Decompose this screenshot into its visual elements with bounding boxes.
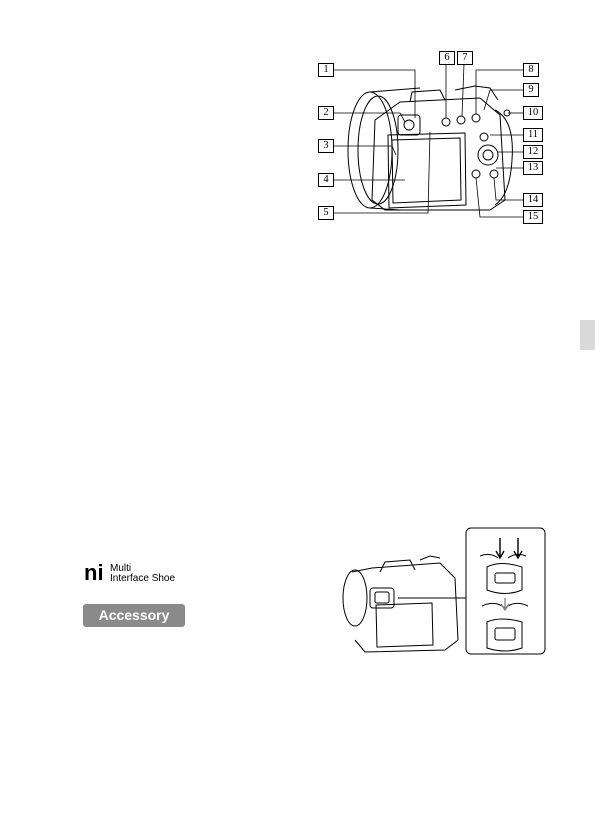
mi-logo-line1: Multi [110,563,132,574]
callout-14: 14 [523,193,543,207]
callout-15: 15 [523,210,543,224]
callout-9: 9 [523,83,539,97]
callout-2: 2 [318,106,334,120]
callout-7: 7 [457,51,473,65]
callout-13: 13 [523,161,543,175]
callout-1: 1 [318,63,334,77]
callout-6: 6 [439,51,455,65]
callout-12: 12 [523,145,543,159]
section-side-tab [580,320,595,350]
callout-3: 3 [318,139,334,153]
callout-4: 4 [318,173,334,187]
callout-8: 8 [523,63,539,77]
callout-11: 11 [523,128,543,142]
callout-10: 10 [523,106,543,120]
callout-5: 5 [318,206,334,220]
mi-logo-line2: Interface Shoe [110,573,176,584]
mi-symbol: ni [84,560,104,585]
accessory-shoe-badge: Accessory Shoe [83,604,185,646]
